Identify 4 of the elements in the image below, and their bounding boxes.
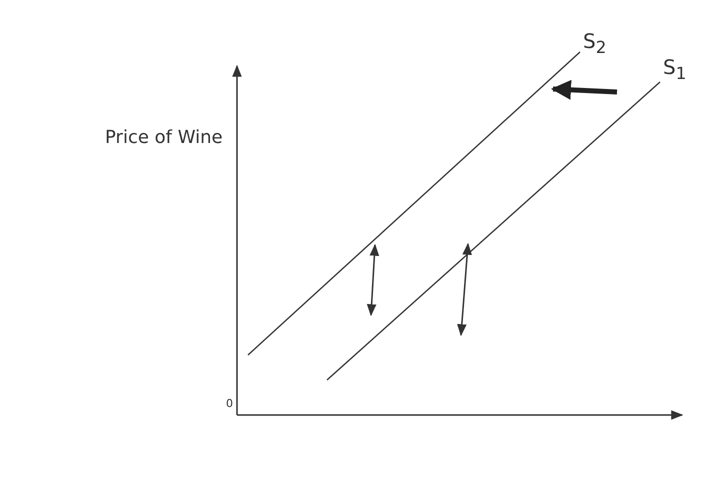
- curve-label: S$_{1}$: [663, 56, 686, 84]
- curve-label: S$_{2}$: [583, 30, 606, 58]
- origin-label: 0: [226, 398, 233, 410]
- axis-label: Price of Wine: [105, 128, 223, 148]
